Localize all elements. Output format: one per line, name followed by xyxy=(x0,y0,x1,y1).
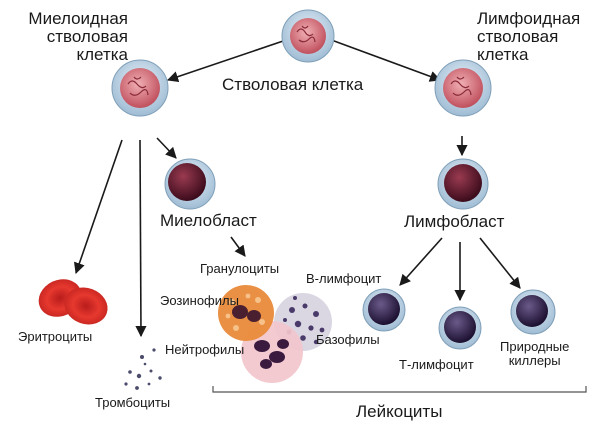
label-stem-cell: Стволовая клетка xyxy=(222,75,364,94)
label-nk-line-2: киллеры xyxy=(508,352,561,368)
label-myeloblast: Миелобласт xyxy=(160,211,257,230)
b-lymphocyte-cell xyxy=(362,288,406,332)
arrow-myeloid-to-thrombocytes xyxy=(135,139,147,338)
arrow-myeloid-to-myeloblast xyxy=(156,137,177,159)
label-erythrocytes: Эритроциты xyxy=(18,329,93,344)
leukocytes-bracket xyxy=(212,386,587,393)
label-neutrophils: Нейтрофилы xyxy=(165,342,245,357)
label-myeloid-line-2: стволовая xyxy=(46,26,128,46)
thrombocytes-cells xyxy=(124,348,162,390)
label-myeloid-line-3: клетка xyxy=(76,44,129,64)
arrow-lymphoblast-to-b xyxy=(399,237,443,286)
label-myeloid-line-1: Миелоидная xyxy=(28,9,128,28)
label-nk-cells: Природные киллеры xyxy=(500,340,569,367)
label-myeloid-stem-cell: Миелоидная стволовая клетка xyxy=(8,10,128,64)
label-basophils: Базофилы xyxy=(316,332,380,347)
label-t-lymphocyte: Т-лимфоцит xyxy=(399,357,474,372)
arrow-myeloblast-to-granulocytes xyxy=(230,236,246,257)
arrow-myeloid-to-erythrocytes xyxy=(74,139,123,275)
nk-cell xyxy=(510,289,556,335)
granulocytes-cluster xyxy=(218,285,332,383)
label-lymphoid-line-2: стволовая xyxy=(477,26,559,46)
label-lymphoblast: Лимфобласт xyxy=(404,212,505,231)
label-granulocytes: Гранулоциты xyxy=(200,261,280,276)
arrow-stem-to-myeloid xyxy=(166,37,293,83)
stem-cell xyxy=(281,9,335,63)
arrow-lymphoblast-to-nk xyxy=(479,237,521,289)
label-thrombocytes: Тромбоциты xyxy=(95,395,171,410)
label-eosinophils: Эозинофилы xyxy=(160,293,239,308)
lymphoid-stem-cell xyxy=(434,59,492,117)
label-lymphoid-stem-cell: Лимфоидная стволовая клетка xyxy=(477,10,580,64)
arrow-stem-to-lymphoid xyxy=(325,37,442,82)
arrows xyxy=(74,37,521,338)
erythrocytes-cells xyxy=(38,279,108,325)
label-lymphoid-line-1: Лимфоидная xyxy=(477,9,581,28)
t-lymphocyte-cell xyxy=(438,306,482,350)
myeloblast-cell xyxy=(164,158,216,210)
label-lymphoid-line-3: клетка xyxy=(477,44,529,64)
label-leukocytes: Лейкоциты xyxy=(356,402,443,421)
label-b-lymphocyte: В-лимфоцит xyxy=(306,271,382,286)
label-nk-line-1: Природные xyxy=(500,339,570,354)
myeloid-stem-cell xyxy=(111,59,169,117)
lymphoblast-cell xyxy=(437,158,489,210)
